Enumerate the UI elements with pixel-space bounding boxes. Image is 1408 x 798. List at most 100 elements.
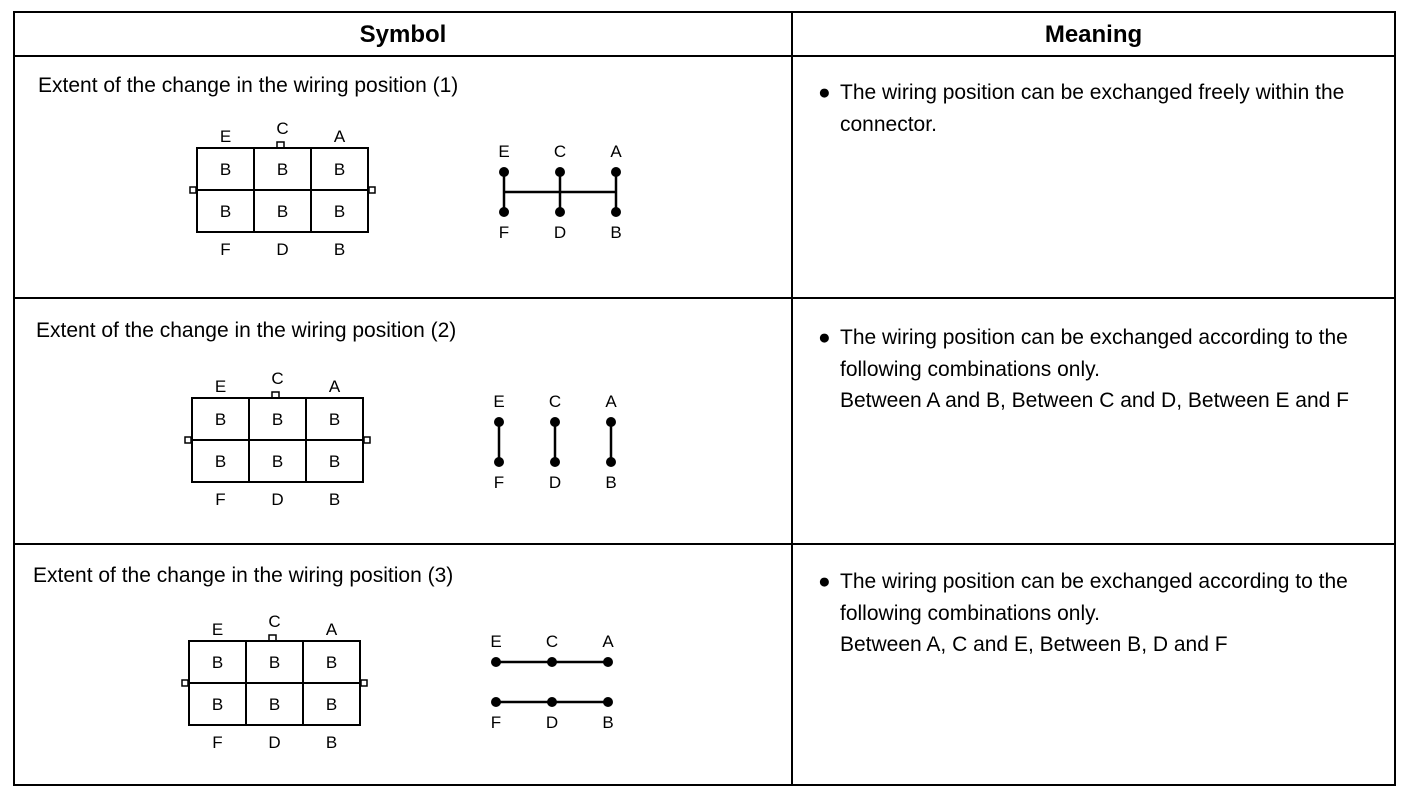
wiring-label: A [602,632,614,651]
connector-cell-label: B [334,160,345,179]
wiring-label: A [605,392,617,411]
connector-pin-label: A [326,620,338,639]
connector-cell-label: B [272,410,283,429]
connector-cell-label: B [329,452,340,471]
connector-pin-label: B [326,733,337,752]
connector-latch-left [184,436,192,444]
connector-pin-label: D [271,490,283,509]
symbol-column-header: Symbol [359,20,447,48]
wiring-label: C [549,392,561,411]
connector-cell-label: B [329,410,340,429]
connector-pin-label: F [215,490,225,509]
connector-latch-right [360,679,368,687]
wiring-terminal [611,167,621,177]
wiring-terminal [499,207,509,217]
connector-pin-label: B [334,240,345,259]
connector-pin-label: E [212,620,223,639]
wiring-terminal [550,417,560,427]
connector-pin-label: A [334,127,346,146]
row-3-title: Extent of the change in the wiring posit… [33,564,454,587]
wiring-terminal [494,457,504,467]
row-3-meaning: ● The wiring position can be exchanged a… [818,566,1378,661]
connector-pin-label: C [268,612,280,631]
connector-pin-label: A [329,377,341,396]
row-1-title: Extent of the change in the wiring posit… [38,74,459,97]
wiring-terminal [499,167,509,177]
connector-cell-label: B [334,202,345,221]
connector-pin-label: E [215,377,226,396]
wiring-label: C [546,632,558,651]
connector-cell-label: B [326,695,337,714]
wiring-terminal [491,697,501,707]
connector-cell-label: B [220,160,231,179]
wiring-label: C [554,142,566,161]
table-frame [13,11,1396,786]
meaning-line: Between A and B, Between C and D, Betwee… [840,389,1349,412]
wiring-label: D [554,223,566,242]
meaning-column-header: Meaning [1044,20,1143,48]
wiring-terminal [547,657,557,667]
wiring-terminal [555,207,565,217]
connector-latch-right [368,186,376,194]
row-1-meaning: ● The wiring position can be exchanged f… [818,77,1378,140]
row-2-meaning: ● The wiring position can be exchanged a… [818,322,1378,417]
row-divider [13,297,1396,299]
connector-pin-label: F [212,733,222,752]
meaning-line: The wiring position can be exchanged fre… [840,81,1345,136]
wiring-terminal [603,697,613,707]
connector-pin-label: E [220,127,231,146]
connector-cell-label: B [269,695,280,714]
row-2-title: Extent of the change in the wiring posit… [36,319,457,342]
bullet-icon: ● [818,81,831,104]
meaning-line: Between A, C and E, Between B, D and F [840,633,1228,656]
connector-cell-label: B [215,452,226,471]
wiring-label: F [499,223,509,242]
wiring-terminal [491,657,501,667]
connector-cell-label: B [277,202,288,221]
wiring-label: D [549,473,561,492]
wiring-diagram-2: E C A F D B [493,392,617,492]
connector-cell-label: B [220,202,231,221]
connector-pin-label: F [220,240,230,259]
wiring-diagram-3: E C A F D B [490,632,614,732]
wiring-label: A [610,142,622,161]
wiring-terminal [606,417,616,427]
wiring-terminal [603,657,613,667]
wiring-terminal [494,417,504,427]
header-divider [13,55,1396,57]
connector-cell-label: B [269,653,280,672]
connector-latch-right [363,436,371,444]
wiring-terminal [555,167,565,177]
wiring-label: B [605,473,616,492]
connector-pin-label: C [276,119,288,138]
connector-cell-label: B [272,452,283,471]
wiring-label: E [498,142,509,161]
connector-cell-label: B [277,160,288,179]
wiring-terminal [611,207,621,217]
wiring-terminal [547,697,557,707]
wiring-label: E [490,632,501,651]
wiring-label: F [491,713,501,732]
connector-latch-left [189,186,197,194]
wiring-label: D [546,713,558,732]
connector-cell-label: B [212,695,223,714]
bullet-icon: ● [818,326,831,349]
connector-cell-label: B [212,653,223,672]
bullet-icon: ● [818,570,831,593]
wiring-label: E [493,392,504,411]
wiring-label: B [602,713,613,732]
connector-pin-label: D [268,733,280,752]
wiring-label: F [494,473,504,492]
connector-pin-label: D [276,240,288,259]
connector-cell-label: B [215,410,226,429]
row-divider [13,543,1396,545]
connector-cell-label: B [326,653,337,672]
wiring-terminal [606,457,616,467]
connector-latch-left [181,679,189,687]
connector-pin-label: B [329,490,340,509]
wiring-terminal [550,457,560,467]
wiring-label: B [610,223,621,242]
